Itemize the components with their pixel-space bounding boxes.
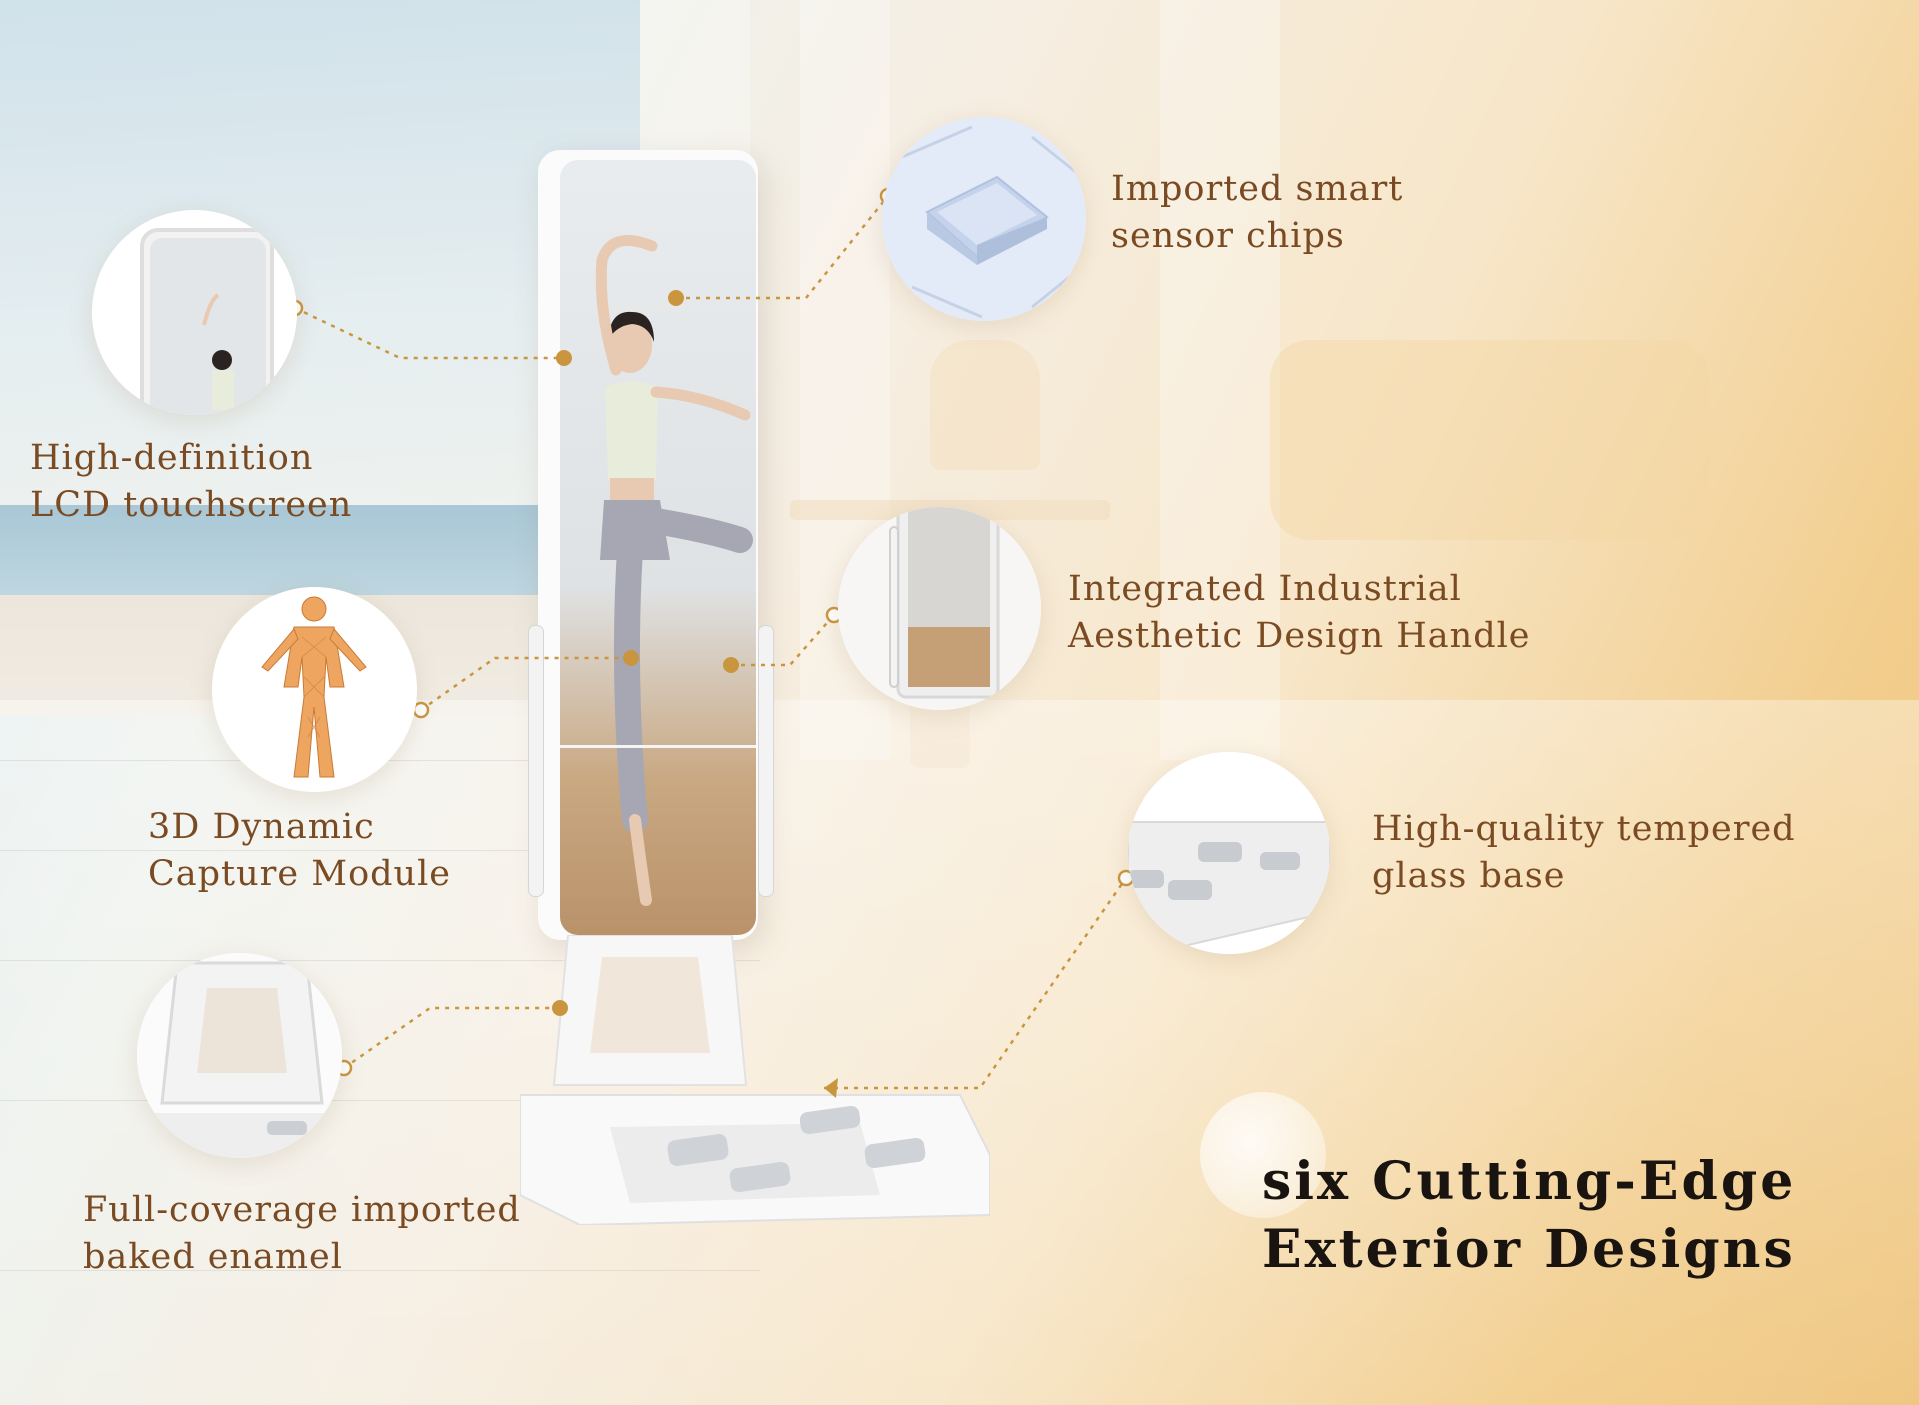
stool-background	[930, 340, 1040, 470]
curtain	[1160, 0, 1280, 760]
glass-base	[520, 1094, 990, 1225]
sea-background	[0, 505, 560, 595]
feature-label-handle: Integrated Industrial Aesthetic Design H…	[1068, 569, 1531, 656]
chips-detail-bubble	[882, 117, 1086, 321]
feature-label-glass: High-quality tempered glass base	[1372, 809, 1796, 896]
capture-detail-bubble	[212, 587, 417, 792]
right-handle	[758, 625, 774, 897]
mirror-screen-icon	[140, 228, 274, 415]
smart-mirror-screen	[560, 160, 756, 935]
floor-tile-line	[0, 960, 760, 961]
side-handle-icon	[838, 507, 1041, 710]
human-body-mesh-icon	[261, 596, 367, 778]
sofa-background	[1270, 340, 1710, 540]
dancer-figure-icon	[595, 234, 753, 906]
glass-base-icon	[1128, 752, 1330, 954]
floor-tile-line	[0, 850, 760, 851]
enamel-stand-icon	[137, 953, 342, 1158]
glass-detail-bubble	[1128, 752, 1330, 954]
feature-label-enamel: Full-coverage imported baked enamel	[83, 1190, 521, 1277]
floor-tile-line	[0, 1270, 760, 1271]
handle-detail-bubble	[838, 507, 1041, 710]
page-title: six Cutting-Edge Exterior Designs	[1262, 1151, 1797, 1280]
lcd-detail-bubble	[92, 210, 297, 415]
sensor-chip-icon	[882, 117, 1086, 321]
feature-label-lcd: High-definition LCD touchscreen	[30, 438, 353, 525]
device-stand	[552, 935, 748, 1086]
feature-label-chips: Imported smart sensor chips	[1111, 169, 1404, 256]
feature-label-capture: 3D Dynamic Capture Module	[148, 807, 451, 894]
enamel-detail-bubble	[137, 953, 342, 1158]
floor-tile-line	[0, 1100, 760, 1101]
left-handle	[528, 625, 544, 897]
decorative-orb	[1200, 1092, 1326, 1218]
